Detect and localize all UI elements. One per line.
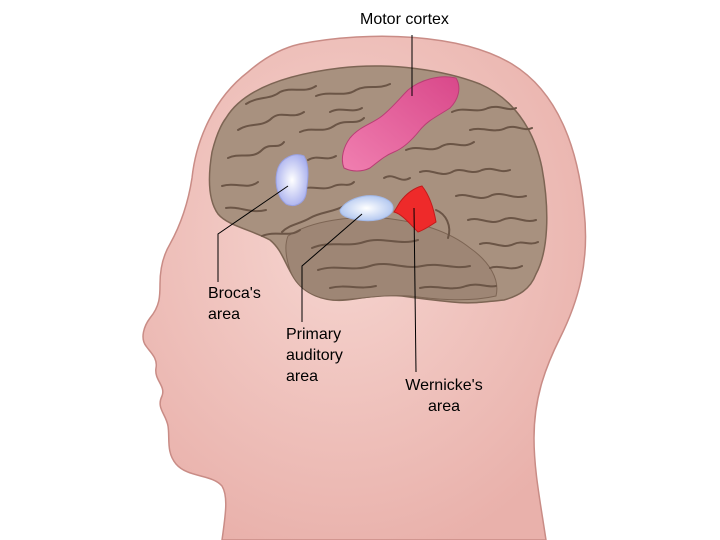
brocas-area-label: Broca's area [208, 285, 261, 323]
primary-auditory-area-label: Primary auditory area [286, 326, 343, 385]
brocas-area-region [275, 154, 309, 207]
primary-auditory-leader [301, 213, 363, 322]
motor-cortex-region [341, 76, 460, 172]
motor-cortex-label: Motor cortex [360, 11, 449, 28]
brain-sulci [221, 83, 539, 290]
leader-lines [217, 35, 417, 373]
wernickes-area-leader [413, 207, 417, 373]
wernickes-area-label: Wernicke's area [405, 377, 483, 415]
primary-auditory-region [339, 195, 394, 222]
wernickes-area-region [393, 185, 437, 233]
brocas-area-leader [217, 185, 289, 282]
